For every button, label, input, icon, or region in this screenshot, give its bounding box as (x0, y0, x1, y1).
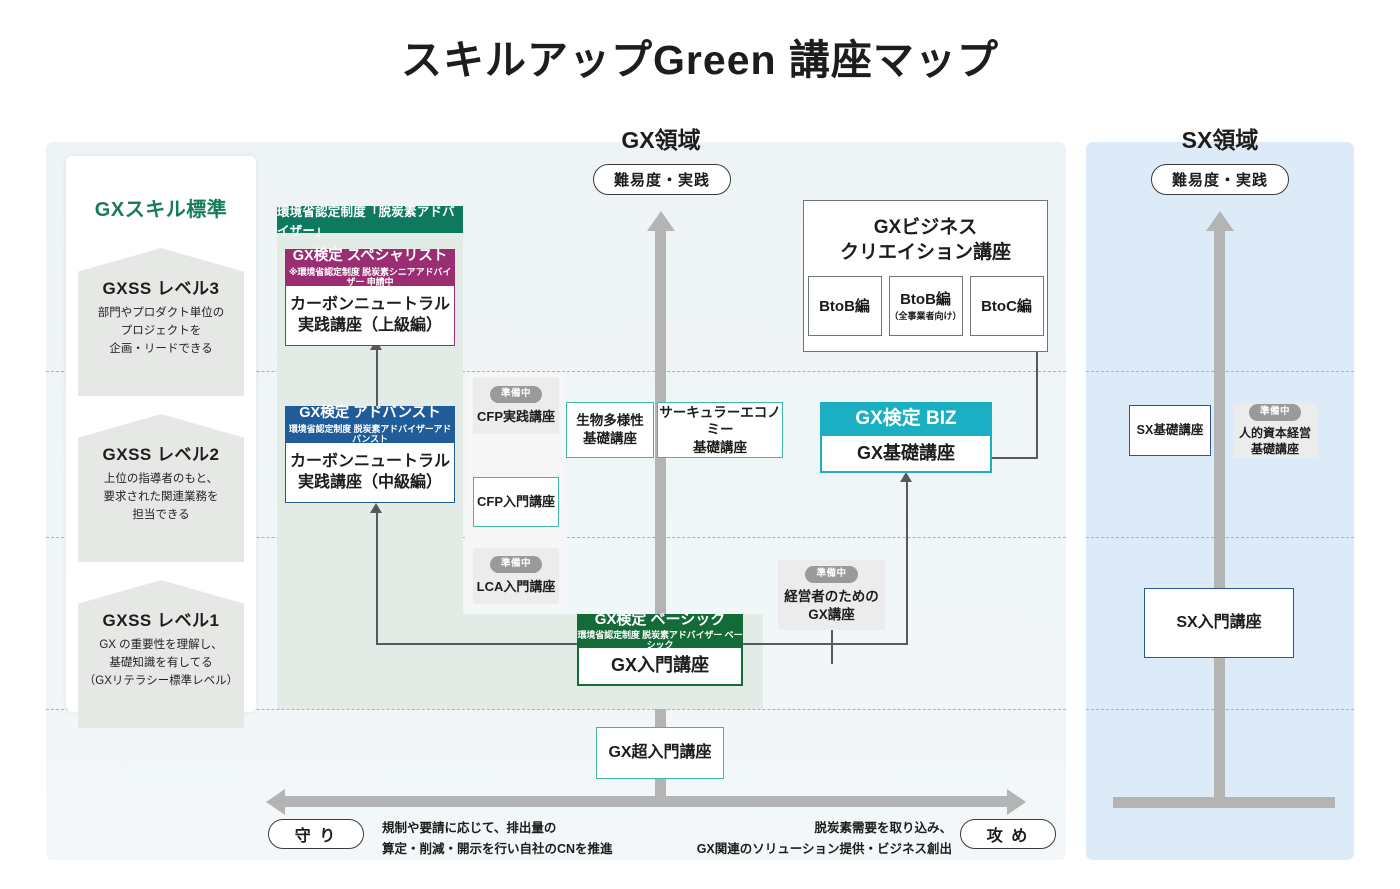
connector-basic-to-biz-h (740, 643, 908, 646)
gx-business-btob-all-label: BtoB編 (900, 291, 951, 309)
cert-gx-advanced-subheader: 環境省認定制度 脱炭素アドバイザーアドバンスト (288, 423, 452, 444)
sx-level-divider-1-0 (1086, 709, 1354, 710)
connector-basic-to-biz-v (906, 482, 909, 645)
course-executive-gx-tag: 準備中 (805, 565, 858, 583)
sx-level-divider-2-1 (1086, 537, 1354, 538)
sx-level-divider-3-2 (1086, 371, 1354, 372)
gx-skill-standard-card: GXスキル標準 GXSS レベル3 部門やプロダクト単位の プロジェクトを 企画… (66, 156, 256, 728)
offense-arrow-head (1007, 789, 1026, 815)
offense-caption: 脱炭素需要を取り込み、 GX関連のソリューション提供・ビジネス創出 (696, 821, 952, 856)
cert-gx-specialist-subheader: ※環境省認定制度 脱炭素シニアアドバイザー 申請中 (288, 266, 452, 287)
level-divider-1-0 (46, 709, 1066, 710)
course-lca-intro[interactable]: 準備中 LCA入門講座 (473, 548, 559, 604)
defense-offense-bar (285, 796, 1007, 807)
cert-gx-advanced-body: カーボンニュートラル 実践講座（中級編） (285, 443, 455, 503)
cert-gx-biz[interactable]: GX検定 BIZ GX基礎講座 (820, 402, 992, 473)
sx-axis-base-bar (1113, 797, 1335, 808)
connector-basic-to-biz-head (900, 472, 912, 482)
connector-biz-to-creation-v (1036, 350, 1039, 459)
page-title: スキルアップGreen 講座マップ (401, 37, 999, 83)
course-gx-super-intro[interactable]: GX超入門講座 (596, 727, 724, 779)
skill-level-1-desc: GX の重要性を理解し、 基礎知識を有してる （GXリテラシー標準レベル） (83, 639, 239, 687)
course-executive-gx[interactable]: 準備中 経営者のための GX講座 (778, 560, 885, 630)
course-executive-gx-label: 経営者のための GX講座 (784, 588, 879, 623)
gx-business-btob-all[interactable]: BtoB編 （全事業者向け） (888, 276, 963, 337)
course-cfp-practice-tag: 準備中 (489, 386, 542, 404)
connector-basic-to-advanced-head (370, 503, 382, 513)
connector-advanced-to-specialist-v (376, 350, 379, 406)
gx-business-creation-card[interactable]: GXビジネス クリエイション講座 BtoB編 BtoB編 （全事業者向け） Bt… (803, 200, 1048, 352)
level-divider-3-2 (46, 371, 1066, 372)
gx-business-btob-all-sub: （全事業者向け） (889, 310, 962, 321)
course-circular-economy[interactable]: サーキュラーエコノミー 基礎講座 (657, 402, 783, 458)
course-cfp-practice-label: CFP実践講座 (476, 409, 555, 425)
cert-gx-advanced[interactable]: GX検定 アドバンスト 環境省認定制度 脱炭素アドバイザーアドバンスト カーボン… (285, 405, 455, 503)
skill-level-2-label: GXSS レベル2 (102, 445, 220, 464)
course-cfp-intro[interactable]: CFP入門講座 (473, 477, 559, 527)
sx-difficulty-pill: 難易度・実践 (1151, 164, 1289, 195)
gx-business-btoc-label: BtoC編 (981, 297, 1032, 315)
gx-business-btob[interactable]: BtoB編 (807, 276, 882, 337)
cert-gx-biz-body: GX基礎講座 (820, 436, 992, 473)
gx-business-creation-title: GXビジネス クリエイション講座 (839, 217, 1011, 264)
course-human-capital-tag: 準備中 (1248, 404, 1301, 422)
skill-level-3: GXSS レベル3 部門やプロダクト単位の プロジェクトを 企画・リードできる (78, 248, 244, 396)
course-human-capital-label: 人的資本経営 基礎講座 (1238, 426, 1311, 456)
skill-level-3-label: GXSS レベル3 (102, 279, 220, 298)
course-sx-intro[interactable]: SX入門講座 (1144, 588, 1294, 658)
offense-pill: 攻 め (960, 819, 1056, 849)
gx-axis-arrow-shaft (655, 230, 666, 807)
cert-gx-basic-header: GX検定 ベーシック (594, 610, 726, 628)
defense-caption: 規制や要請に応じて、排出量の 算定・削減・開示を行い自社のCNを推進 (382, 821, 613, 856)
connector-basic-to-advanced-v (376, 513, 379, 645)
skill-level-1: GXSS レベル1 GX の重要性を理解し、 基礎知識を有してる （GXリテラシ… (78, 580, 244, 728)
defense-pill: 守 り (268, 819, 364, 849)
cert-gx-specialist[interactable]: GX検定 スペシャリスト ※環境省認定制度 脱炭素シニアアドバイザー 申請中 カ… (285, 248, 455, 346)
connector-biz-to-creation-h (992, 457, 1038, 460)
sx-axis-arrow-head (1206, 211, 1234, 231)
cert-gx-basic[interactable]: GX検定 ベーシック 環境省認定制度 脱炭素アドバイザー ベーシック GX入門講… (577, 610, 743, 686)
course-cfp-practice[interactable]: 準備中 CFP実践講座 (473, 378, 559, 434)
cert-gx-basic-body: GX入門講座 (577, 648, 743, 686)
course-lca-intro-label: LCA入門講座 (476, 579, 556, 595)
cert-gx-specialist-header: GX検定 スペシャリスト (292, 248, 448, 265)
ministry-certification-ribbon: 環境省認定制度「脱炭素アドバイザー」 (277, 205, 463, 238)
cert-gx-basic-subheader: 環境省認定制度 脱炭素アドバイザー ベーシック (577, 630, 743, 651)
cert-gx-biz-header: GX検定 BIZ (855, 408, 957, 430)
skill-level-2: GXSS レベル2 上位の指導者のもと、 要求された関連業務を 担当できる (78, 414, 244, 562)
gx-business-btob-label: BtoB編 (819, 297, 870, 315)
gx-difficulty-pill: 難易度・実践 (593, 164, 731, 195)
connector-basic-to-exec-v (831, 630, 834, 664)
course-human-capital[interactable]: 準備中 人的資本経営 基礎講座 (1233, 404, 1317, 458)
sx-domain-heading: SX領域 (1181, 127, 1259, 153)
skill-level-1-label: GXSS レベル1 (102, 611, 220, 630)
cert-gx-specialist-body: カーボンニュートラル 実践講座（上級編） (285, 286, 455, 346)
defense-arrow-head (266, 789, 285, 815)
gx-business-btoc[interactable]: BtoC編 (969, 276, 1044, 337)
course-biodiversity[interactable]: 生物多様性 基礎講座 (566, 402, 654, 458)
gx-axis-arrow-head (647, 211, 675, 231)
gx-skill-standard-title: GXスキル標準 (94, 199, 228, 221)
skill-level-3-desc: 部門やプロダクト単位の プロジェクトを 企画・リードできる (97, 307, 225, 355)
skill-level-2-desc: 上位の指導者のもと、 要求された関連業務を 担当できる (103, 473, 219, 521)
gx-domain-heading: GX領域 (621, 127, 701, 153)
cert-gx-advanced-header: GX検定 アドバンスト (299, 405, 441, 422)
course-lca-intro-tag: 準備中 (489, 556, 542, 574)
connector-basic-to-advanced-h (376, 643, 583, 646)
course-sx-basic[interactable]: SX基礎講座 (1129, 405, 1211, 456)
sx-axis-arrow-shaft (1214, 230, 1225, 805)
